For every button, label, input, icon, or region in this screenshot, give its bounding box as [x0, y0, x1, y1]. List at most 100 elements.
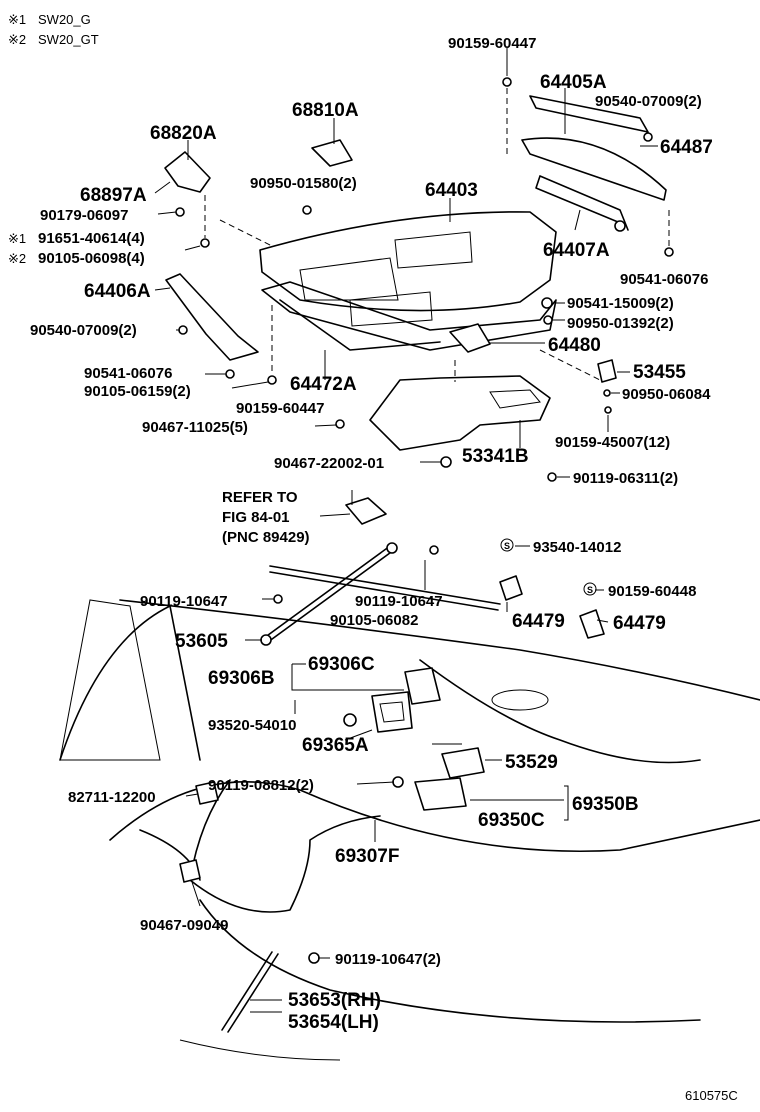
- stay-upper: [269, 565, 501, 605]
- label-64479-b: 64479: [613, 613, 666, 634]
- side-cover-clip: [178, 325, 188, 335]
- label-90119-06311-2: 90119-06311(2): [573, 470, 678, 487]
- cable-69307F: [189, 779, 381, 913]
- label-69350B: 69350B: [572, 794, 639, 815]
- label-64405A: 64405A: [540, 72, 607, 93]
- bolt-90119-06311: [547, 472, 557, 482]
- clip-marker-2: [583, 582, 597, 596]
- part-labels: 90159-60447 64405A 90540-07009(2) 64487 …: [8, 35, 738, 1103]
- label-90105-06159-2: 90105-06159(2): [84, 383, 191, 400]
- refer-line-1: REFER TO: [222, 489, 298, 506]
- mark-2: ※2: [8, 251, 26, 266]
- note-text-2: SW20_GT: [38, 32, 99, 47]
- label-82711-12200: 82711-12200: [68, 789, 156, 806]
- bolt-90159-45007: [604, 406, 612, 414]
- label-90159-60447-mid: 90159-60447: [236, 400, 324, 417]
- label-90159-60448: 90159-60448: [608, 583, 696, 600]
- hinge-64479-right: [579, 609, 605, 639]
- stay-53653: [221, 951, 273, 1031]
- side-nut: [225, 369, 235, 379]
- label-90950-01580-2: 90950-01580(2): [250, 175, 357, 192]
- label-90119-10647-middle: 90119-10647: [355, 593, 443, 610]
- label-90950-01392-2: 90950-01392(2): [567, 315, 674, 332]
- label-93520-54010: 93520-54010: [208, 717, 296, 734]
- note-mark-2: ※2: [8, 32, 26, 47]
- latch-53529: [441, 747, 485, 779]
- label-53341B: 53341B: [462, 446, 529, 467]
- label-53529: 53529: [505, 752, 558, 773]
- lock-69365A: [371, 691, 413, 733]
- grommet-90541: [541, 297, 553, 309]
- label-53654-LH: 53654(LH): [288, 1012, 379, 1033]
- label-53605: 53605: [175, 631, 228, 652]
- spoiler-cover: [529, 95, 649, 133]
- label-64406A: 64406A: [84, 281, 151, 302]
- stay-53605: [263, 545, 391, 639]
- mark-1: ※1: [8, 231, 26, 246]
- hinge-bolt: [200, 238, 210, 248]
- label-90467-11025-5: 90467-11025(5): [142, 419, 248, 436]
- label-90159-60447-top: 90159-60447: [448, 35, 536, 52]
- label-90541-15009-2: 90541-15009(2): [567, 295, 674, 312]
- label-64480: 64480: [548, 335, 601, 356]
- label-68820A: 68820A: [150, 123, 217, 144]
- car-body: [59, 599, 760, 853]
- label-90467-22002-01: 90467-22002-01: [274, 455, 384, 472]
- refer-line-3: (PNC 89429): [222, 529, 310, 546]
- illustration-code: 610575C: [685, 1088, 738, 1103]
- label-90105-06098-4: 90105-06098(4): [38, 250, 145, 267]
- hood-bolt: [302, 205, 312, 215]
- bolt-90950: [543, 315, 553, 325]
- trunk-lid-64403: [259, 211, 557, 312]
- label-69365A: 69365A: [302, 735, 369, 756]
- model-notes: ※1 SW20_G ※2 SW20_GT: [8, 12, 99, 47]
- lid-frame-64472A: [261, 281, 557, 351]
- label-90119-10647-2: 90119-10647(2): [335, 951, 441, 968]
- label-69306C: 69306C: [308, 654, 375, 675]
- label-64472A: 64472A: [290, 374, 357, 395]
- latch-69350C: [414, 777, 467, 811]
- refer-bracket: [345, 497, 387, 525]
- part-drawings: [59, 77, 760, 1061]
- hinge-clip: [175, 207, 185, 217]
- label-90540-07009-2-left: 90540-07009(2): [30, 322, 137, 339]
- bolt-90950-06084: [603, 389, 611, 397]
- undercover-53341B: [369, 375, 551, 451]
- label-53455: 53455: [633, 362, 686, 383]
- label-90179-06097: 90179-06097: [40, 207, 128, 224]
- lock-64480: [449, 323, 491, 353]
- label-90105-06082: 90105-06082: [330, 612, 418, 629]
- clip-90467-22002: [440, 456, 452, 468]
- clip-marker-2-s: S: [587, 585, 593, 595]
- side-bolt: [267, 375, 277, 385]
- hinge-64479-left: [499, 575, 523, 601]
- bolt-90119-10647-2: [308, 952, 320, 964]
- label-64407A: 64407A: [543, 240, 610, 261]
- label-93540-14012: 93540-14012: [533, 539, 621, 556]
- label-90541-06076-right: 90541-06076: [620, 271, 708, 288]
- clip-marker-s: S: [504, 541, 510, 551]
- clip-90467-11025: [335, 419, 345, 429]
- note-text-1: SW20_G: [38, 12, 91, 27]
- label-90467-09049: 90467-09049: [140, 917, 228, 934]
- spoiler-nut: [664, 247, 674, 257]
- label-90541-06076-left: 90541-06076: [84, 365, 172, 382]
- label-69306B: 69306B: [208, 668, 275, 689]
- label-64479-a: 64479: [512, 611, 565, 632]
- clip-marker: [500, 538, 514, 552]
- spoiler-clip: [643, 132, 653, 142]
- label-90119-08812-2: 90119-08812(2): [208, 777, 314, 794]
- label-64403: 64403: [425, 180, 478, 201]
- clamp-82711: [195, 781, 219, 805]
- label-69350C: 69350C: [478, 810, 545, 831]
- label-69307F: 69307F: [335, 846, 399, 867]
- label-91651-40614-4: 91651-40614(4): [38, 230, 145, 247]
- spoiler-stay: [535, 175, 629, 231]
- clip-90467-09049: [179, 859, 201, 883]
- spoiler-wing: [521, 137, 667, 201]
- label-90950-06084: 90950-06084: [622, 386, 711, 403]
- note-mark-1: ※1: [8, 12, 26, 27]
- bolt-90119-08812: [392, 776, 404, 788]
- clip-93520: [343, 713, 357, 727]
